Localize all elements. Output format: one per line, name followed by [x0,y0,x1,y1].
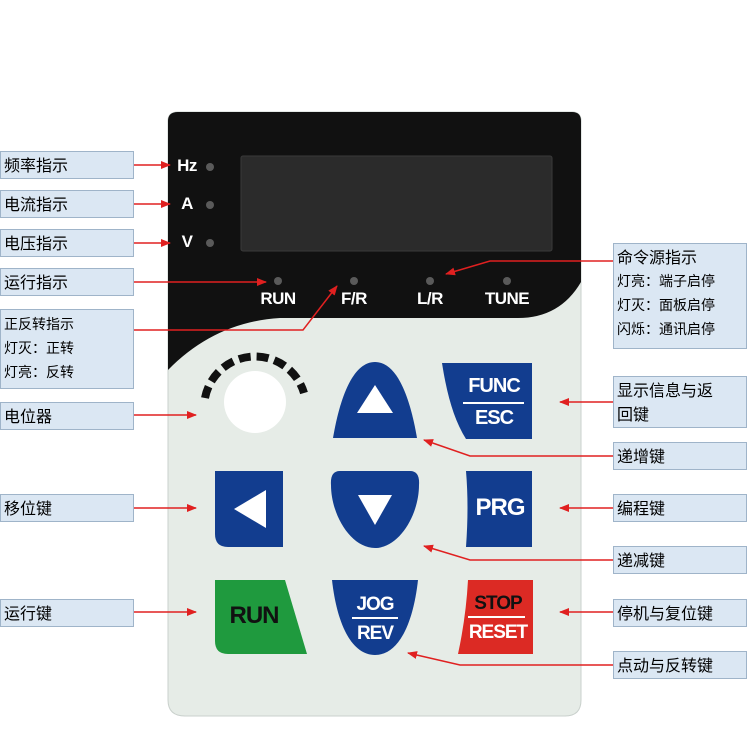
label-cmd-source: 命令源指示 灯亮：端子启停 灯灭：面板启停 闪烁：通讯启停 [613,243,747,349]
run-led-label: RUN [260,289,296,308]
hz-led [206,163,214,171]
run-led [274,277,282,285]
label-fr-indicator: 正反转指示 灯灭：正转 灯亮：反转 [0,309,134,389]
func-esc-key [442,363,532,439]
arrow-fr-indicator [134,285,338,331]
label-down: 递减键 [613,546,747,574]
fr-led-label: F/R [341,289,367,308]
label-potentiometer: 电位器 [0,402,134,430]
label-fr-on: 灯亮：反转 [4,365,74,381]
label-func-esc-line2: 回键 [617,405,650,424]
v-led [206,239,214,247]
arrow-down [423,544,613,561]
v-indicator-label: V [181,232,193,251]
label-cmd-title: 命令源指示 [617,248,698,267]
label-prg: 编程键 [613,494,747,522]
label-run-key: 运行键 [0,599,134,627]
label-fr-title: 正反转指示 [4,317,74,333]
up-arrow-icon [357,385,393,413]
label-func-esc-line1: 显示信息与返 [617,381,714,400]
left-arrow-icon [234,490,266,528]
run-key-label[interactable]: RUN [229,602,280,629]
display-window [240,155,553,252]
label-shift: 移位键 [0,494,134,522]
a-indicator-label: A [181,194,193,213]
label-current: 电流指示 [0,190,134,218]
potentiometer-knob [224,371,286,433]
hz-indicator-label: Hz [177,156,197,175]
func-key-label[interactable]: FUNC [468,375,521,397]
reset-key-label[interactable]: RESET [468,622,528,643]
label-jog: 点动与反转键 [613,651,747,679]
tune-led [503,277,511,285]
label-stop: 停机与复位键 [613,599,747,627]
label-cmd-off: 灯灭：面板启停 [617,298,715,314]
potentiometer-scale [201,352,308,399]
arrow-cmd-source [445,260,615,276]
lr-led [426,277,434,285]
arrow-jog [407,651,613,666]
run-key [215,580,307,654]
arrow-up [423,439,613,457]
label-up: 递增键 [613,442,747,470]
label-freq: 频率指示 [0,151,134,179]
prg-key-label[interactable]: PRG [475,494,525,521]
tune-led-label: TUNE [484,289,530,308]
label-fr-off: 灯灭：正转 [4,341,74,357]
a-led [206,201,214,209]
label-run-indicator: 运行指示 [0,268,134,296]
rev-key-label[interactable]: REV [356,623,394,644]
label-cmd-on: 灯亮：端子启停 [617,274,715,290]
lr-led-label: L/R [417,289,443,308]
stop-key-label[interactable]: STOP [474,593,522,614]
label-voltage: 电压指示 [0,229,134,257]
esc-key-label[interactable]: ESC [474,407,514,429]
fr-led [350,277,358,285]
label-func-esc: 显示信息与返 回键 [613,376,747,428]
jog-key-label[interactable]: JOG [356,594,394,615]
prg-key [466,471,532,547]
label-cmd-flash: 闪烁：通讯启停 [617,322,715,338]
down-arrow-icon [358,495,392,525]
